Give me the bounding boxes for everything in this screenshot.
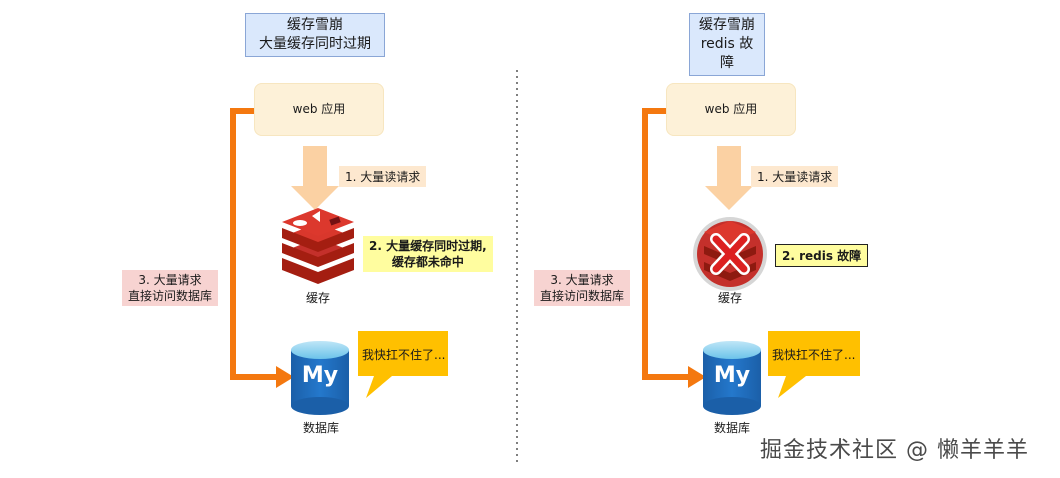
- left-web-app-label: web 应用: [292, 102, 346, 116]
- right-title: 缓存雪崩 redis 故障: [689, 13, 765, 76]
- watermark: 掘金技术社区 @ 懒羊羊羊: [760, 438, 1029, 463]
- left-title-line1: 缓存雪崩: [287, 17, 343, 33]
- left-cache-miss-label: 2. 大量缓存同时过期, 缓存都未命中: [363, 236, 493, 272]
- right-db-caption: 数据库: [713, 421, 750, 435]
- right-web-app-box: web 应用: [666, 83, 796, 136]
- left-database-icon: [291, 341, 349, 415]
- left-db-caption: 数据库: [302, 421, 339, 435]
- left-redis-icon: [282, 208, 354, 284]
- left-read-arrow: [291, 146, 339, 210]
- right-title-line1: 缓存雪崩: [699, 17, 755, 33]
- right-failed-redis-icon: [693, 217, 767, 291]
- right-title-line2: redis 故障: [700, 36, 754, 71]
- right-db-request-path: [642, 108, 706, 388]
- left-read-request-label: 1. 大量读请求: [339, 166, 427, 187]
- right-read-request-label: 1. 大量读请求: [751, 166, 839, 187]
- left-bubble-text: 我快扛不住了...: [362, 348, 446, 362]
- right-bubble-text: 我快扛不住了...: [772, 348, 856, 362]
- error-x-icon: [710, 233, 750, 275]
- right-database-icon: [703, 341, 761, 415]
- left-title: 缓存雪崩 大量缓存同时过期: [245, 13, 385, 57]
- left-speech-bubble: [358, 331, 448, 398]
- left-web-app-box: web 应用: [254, 83, 384, 136]
- right-web-app-label: web 应用: [704, 102, 758, 116]
- right-read-arrow: [705, 146, 753, 210]
- left-db-request-line2: 直接访问数据库: [128, 289, 213, 303]
- right-cache-caption: 缓存: [717, 291, 742, 305]
- right-db-request-line1: 3. 大量请求: [550, 273, 614, 287]
- left-cache-miss-line1: 2. 大量缓存同时过期,: [369, 239, 487, 253]
- right-redis-failure-label: 2. redis 故障: [775, 244, 869, 267]
- right-speech-bubble: [768, 331, 860, 398]
- right-db-request-line2: 直接访问数据库: [540, 289, 625, 303]
- right-db-request-label: 3. 大量请求 直接访问数据库: [534, 270, 631, 306]
- left-db-request-label: 3. 大量请求 直接访问数据库: [122, 270, 219, 306]
- left-db-request-path: [230, 108, 294, 388]
- left-db-request-line1: 3. 大量请求: [138, 273, 202, 287]
- left-mysql-logo-text: My: [301, 363, 339, 388]
- right-mysql-logo-text: My: [713, 363, 751, 388]
- left-cache-caption: 缓存: [305, 291, 330, 305]
- left-title-line2: 大量缓存同时过期: [259, 36, 371, 52]
- left-cache-miss-line2: 缓存都未命中: [391, 255, 464, 269]
